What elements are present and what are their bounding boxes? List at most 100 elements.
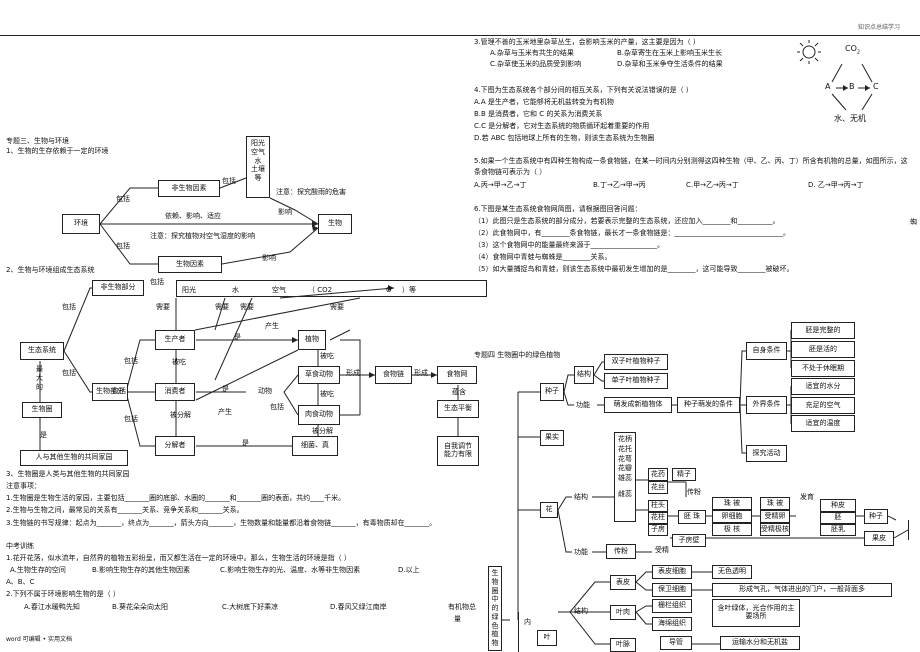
q6-4: （4）食物网中青蛙与蜘蛛是________关系。: [474, 253, 612, 261]
cycle-b: B: [849, 82, 855, 91]
dep-label: 依赖、影响、适应: [165, 212, 221, 220]
bio-factor-box: 生物因素: [158, 256, 222, 273]
q6-5: （5）如大量捕捉鸟和青蛙，则该生态系统中最初发生增加的是________，这可能…: [474, 265, 794, 273]
fruit-peel-box: 果皮: [864, 531, 894, 546]
develop-label: 发育: [800, 493, 814, 501]
co2-label: （ CO2: [308, 286, 333, 294]
inc-label-5: 包括: [124, 357, 138, 365]
self3-box: 不处于休眠期: [791, 360, 855, 377]
inc-label-2: 包括: [116, 242, 130, 250]
is-label-2: 是: [222, 385, 229, 393]
bacteria-box: 细菌、真: [292, 436, 338, 456]
selfreg-box: 自我调节能力有限: [437, 436, 479, 466]
organism-box: 生物: [318, 214, 352, 234]
o2-label: O: [386, 286, 392, 294]
nonbio-part-box: 非生物部分: [92, 280, 144, 296]
exam-q1-c: C.影响生物生存的光、温度、水等非生物因素: [220, 566, 361, 574]
plant-body-box: 生物圈中的绿色植物: [488, 566, 502, 651]
foodweb-box: 食物网: [437, 366, 477, 384]
seed-function-label: 功能: [576, 401, 590, 409]
mesophyll-box: 叶肉: [610, 605, 636, 620]
inc-label-1: 包括: [116, 195, 130, 203]
exam-q2-a: A.春江水暖鸭先知: [24, 603, 80, 611]
header-rule: [0, 35, 920, 36]
q6-1: （1）此图只是生态系统的部分成分，若要表示完整的生态系统，还应加入_______…: [474, 217, 780, 225]
nonbio-items-box: 阳光空气水土壤等: [246, 136, 270, 198]
explore-box: 探究活动: [746, 445, 787, 462]
stigma-box: 柱头: [648, 500, 668, 512]
ext3-box: 适宜的温度: [791, 415, 855, 432]
germ-new-box: 萌发成新植物体: [604, 397, 672, 413]
inc-label-9: 包括: [62, 369, 76, 377]
q5-c: C.甲→乙→丙→丁: [686, 181, 739, 189]
note-2: 2.生物与生物之间，最常见的关系有_______关系、竞争关系和_______关…: [6, 506, 244, 514]
leaf-structure-label: 结构: [574, 607, 588, 615]
q3-c: C.杂草使玉米的品质受到影响: [490, 60, 582, 68]
organic-label-2: 量: [454, 615, 461, 623]
contains-label: 蕴含: [452, 388, 466, 396]
flower-box: 花: [540, 502, 558, 518]
exam-q2-b: B.葵花朵朵向太阳: [112, 603, 169, 611]
carnivore-box: 肉食动物: [298, 405, 340, 425]
flower-function-label: 功能: [574, 548, 588, 556]
note-1: 1.生物圈是生物生活的家园，主要包括_______圈的底部、水圈的_______…: [6, 494, 346, 502]
plant-box: 植物: [298, 330, 326, 350]
is-label-3: 是: [242, 439, 249, 447]
q5-d: D. 乙→甲→丙→丁: [808, 181, 864, 189]
cycle-co2: CO2: [845, 44, 861, 56]
exam-q1-a: A.生物生存的空间: [10, 566, 66, 574]
exam-q2-d: D.春风又绿江南岸: [330, 603, 387, 611]
exam-q1-b: B.影响生物生存的其他生物因素: [92, 566, 191, 574]
cycle-c: C: [873, 82, 879, 91]
q4: 4.下图为生态系统各个部分间的相互关系，下列有关说法错误的是（ ）: [474, 86, 693, 94]
etc-label: ）等: [402, 286, 416, 294]
seed-germ-box: 种子萌发的条件: [677, 397, 740, 413]
header-text: 知识点总结学习: [858, 24, 901, 31]
note-3: 3.生物链的书写规律：起点为_______，终点为_______，箭头方向___…: [6, 519, 437, 527]
seed-structure-box: 结构: [574, 366, 594, 384]
is-label-1: 是: [234, 333, 241, 341]
vein-box: 叶脉: [610, 638, 636, 652]
ext2-box: 充足的空气: [791, 397, 855, 414]
embryo-box: 胚: [820, 512, 856, 524]
section3-t2: 2、生物与环境组成生态系统: [6, 266, 95, 274]
producer-box: 生产者: [155, 330, 195, 350]
sunlight-label: 阳光: [182, 286, 196, 294]
pollinate-box: 传粉: [606, 544, 636, 559]
exam-q1: 1.花开花落，似水流年，自然界的植物五彩纷呈，而又都生活在一定的环境中。那么，生…: [6, 554, 351, 562]
section3-t3: 3、生物圈是人类与其他生物的共同家园: [6, 470, 130, 478]
biggest-label: 最大的: [36, 365, 43, 392]
filament-box: 花丝: [648, 481, 668, 494]
ovule-box: 胚 珠: [678, 510, 706, 524]
ecosystem-box: 生态系统: [20, 342, 64, 360]
organic-label: 有机物总: [448, 603, 476, 611]
ovule-coat-box-2: 珠 被: [760, 497, 790, 510]
edge-text: 蜘: [910, 218, 917, 226]
section3-t1: 1、生物的生存依赖于一定的环境: [6, 147, 109, 155]
palisade-box: 栅栏组织: [652, 599, 692, 613]
need-label-3: 需要: [240, 303, 254, 311]
eaten-decomp-label-2: 被分解: [312, 427, 333, 435]
exam-title: 中考训练: [6, 542, 34, 550]
nonbio-bar: [176, 280, 486, 281]
biosphere-box: 生物圈: [22, 402, 62, 418]
ext1-box: 适宜的水分: [791, 378, 855, 395]
forms-label-1: 形成: [346, 369, 360, 377]
exam-q2: 2.下列不属于环境影响生物的是（ ）: [6, 590, 120, 598]
note1: 注意：探究酸雨的危害: [276, 188, 346, 196]
produce-label: 产生: [265, 322, 279, 330]
q6-3: （3）这个食物网中的能量最终来源于___________________。: [474, 241, 664, 249]
epi2-box: 形成气孔，气体进出的门户，一般背面多: [712, 583, 892, 597]
vessel-box: 导管: [660, 636, 692, 650]
seed2-box: 种子: [864, 509, 888, 524]
zygote-box: 受精卵: [760, 510, 790, 523]
eaten-decomp-label: 被分解: [170, 411, 191, 419]
q4-c: C.C 是分解者，它对生态系统的物质循环起着重要的作用: [474, 122, 650, 130]
epi1-box: 无色透明: [712, 565, 752, 579]
balance-box: 生态平衡: [437, 400, 479, 418]
is-label-4: 是: [40, 431, 47, 439]
q5-b: B.丁→乙→甲→丙: [593, 181, 646, 189]
self2-box: 胚是活的: [791, 341, 855, 358]
q3: 3.管理不善的玉米地里杂草丛生，会影响玉米的产量，这主要是因为（ ）: [474, 38, 700, 46]
flower-parts-box: 花柄花托花萼花瓣雄蕊 雌蕊: [614, 432, 636, 522]
